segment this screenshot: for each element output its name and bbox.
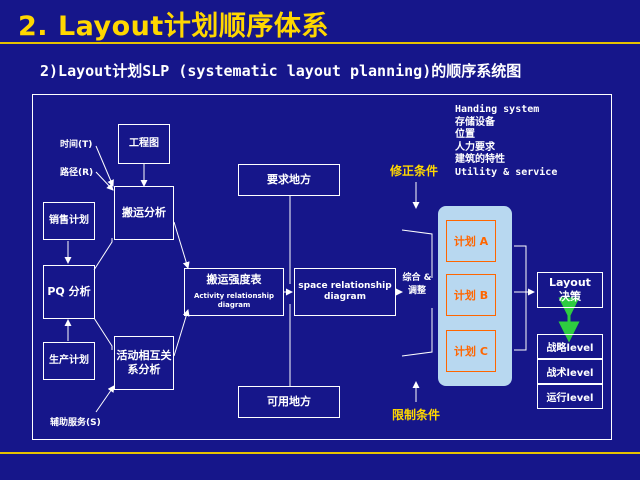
hex-bottom-left [93, 317, 113, 350]
fork-c [514, 292, 527, 351]
space-relationship-box: space relationship diagram [294, 268, 396, 316]
funnel-bottom [401, 308, 433, 357]
info-item-handling-system: Handing system [455, 104, 540, 115]
plan-b-box: 计划 B [446, 274, 496, 316]
title-divider [0, 42, 640, 44]
activity-relationship-label: Activity relationship diagram [193, 291, 275, 309]
input-route: 路径(R) [60, 168, 94, 178]
diagram-frame [32, 94, 612, 440]
page-title: 2. Layout计划顺序体系 [18, 11, 329, 42]
hex-top-left [93, 238, 113, 271]
arrow-time [95, 145, 114, 187]
funnel-top [401, 229, 433, 278]
pq-analysis-box: PQ 分析 [43, 265, 95, 319]
tactical-level-box: 战术level [537, 359, 603, 384]
plan-c-box: 计划 C [446, 330, 496, 372]
plan-a-box: 计划 A [446, 220, 496, 262]
sales-plan-box: 销售计划 [43, 202, 95, 240]
handling-analysis-box: 搬运分析 [114, 186, 174, 240]
activity-analysis-box: 活动相互关系分析 [114, 336, 174, 390]
fork-a [514, 245, 527, 292]
intensity-table-box: 搬运强度表 Activity relationship diagram [184, 268, 284, 316]
arrow-activity [173, 309, 190, 357]
available-space-box: 可用地方 [238, 386, 340, 418]
info-item-utility: Utility & service [455, 166, 558, 178]
plans-panel [438, 206, 512, 386]
required-space-box: 要求地方 [238, 164, 340, 196]
footer-divider [0, 452, 640, 454]
input-time: 时间(T) [60, 140, 93, 150]
layout-decision-box: Layout 决策 [537, 272, 603, 308]
limit-condition: 限制条件 [392, 408, 441, 422]
arrow-aux [95, 385, 115, 413]
integrate-adjust-label: 综合 & 调整 [402, 273, 432, 296]
operational-level-box: 运行level [537, 384, 603, 409]
info-item-storage: 存储设备 [455, 116, 495, 128]
intensity-table-label: 搬运强度表 [206, 273, 262, 286]
page-subtitle: 2)Layout计划SLP (systematic layout plannin… [40, 62, 522, 80]
info-list: Handing system 存储设备 位置 人力要求 建筑的特性 Utilit… [455, 104, 557, 180]
input-aux-service: 辅助服务(S) [50, 418, 101, 428]
strategic-level-box: 战略level [537, 334, 603, 359]
info-item-building: 建筑的特性 [455, 154, 505, 166]
arrow-route [95, 171, 114, 191]
engineering-drawing-box: 工程图 [118, 124, 170, 164]
info-item-manpower: 人力要求 [455, 141, 495, 153]
modify-condition: 修正条件 [390, 164, 439, 178]
production-plan-box: 生产计划 [43, 342, 95, 380]
info-item-location: 位置 [455, 129, 475, 141]
arrow-handling [173, 221, 190, 269]
